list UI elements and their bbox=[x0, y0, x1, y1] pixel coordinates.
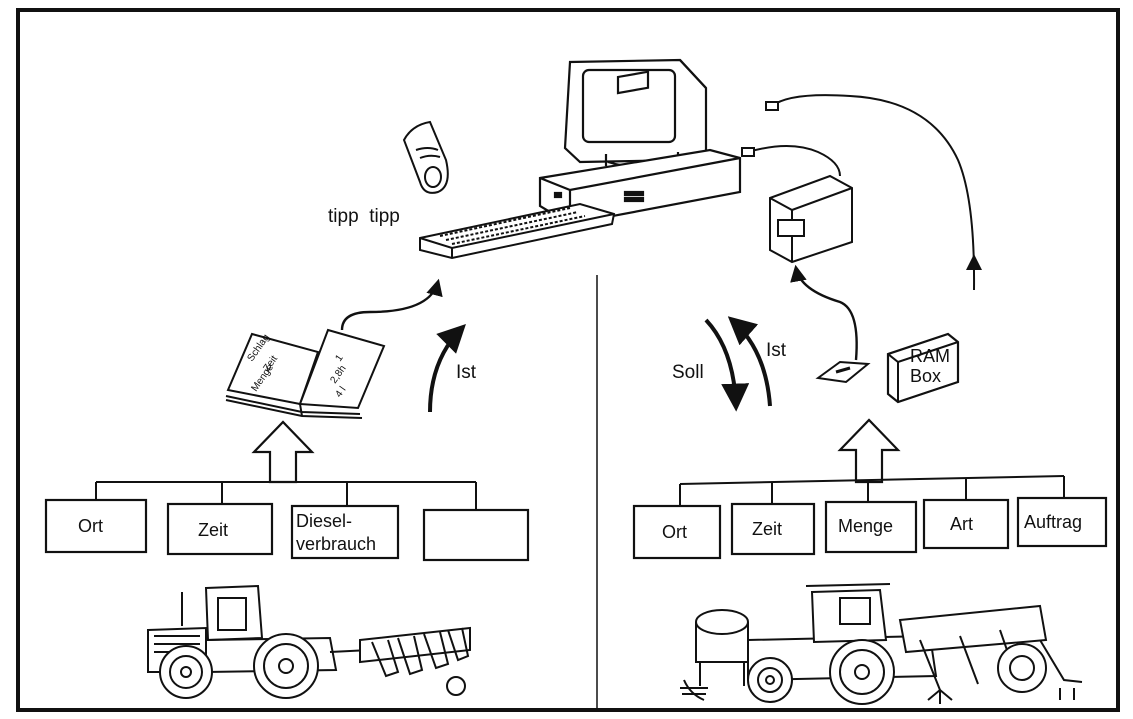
finger-icon bbox=[404, 122, 448, 193]
left-box-dieselverbrauch: Diesel- verbrauch bbox=[292, 506, 398, 558]
computer-icon bbox=[540, 60, 740, 224]
ram-box-label-2: Box bbox=[910, 366, 941, 386]
soll-arrow bbox=[706, 320, 736, 406]
tractor-sprayer-icon bbox=[680, 584, 1082, 704]
right-box-menge-label: Menge bbox=[838, 516, 893, 536]
ram-box-label-1: RAM bbox=[910, 346, 950, 366]
chip-card-icon bbox=[818, 362, 868, 382]
left-box-diesel-label: Diesel- bbox=[296, 511, 352, 531]
ram-plug-icon bbox=[766, 102, 778, 110]
right-box-ort-label: Ort bbox=[662, 522, 687, 542]
card-reader-icon bbox=[770, 176, 852, 262]
keyboard-icon bbox=[420, 204, 614, 258]
right-box-ort: Ort bbox=[634, 506, 720, 558]
ram-up-arrowhead bbox=[966, 254, 982, 270]
left-box-ort-label: Ort bbox=[78, 516, 103, 536]
left-collect-arrow bbox=[254, 422, 312, 482]
right-collect-arrow bbox=[840, 420, 898, 482]
left-tree-lines bbox=[96, 482, 476, 510]
ist-arrow-right bbox=[732, 320, 770, 406]
left-box-empty bbox=[424, 510, 528, 560]
left-ist-label: Ist bbox=[456, 362, 477, 383]
reader-cable bbox=[748, 146, 840, 176]
left-box-ort: Ort bbox=[46, 500, 146, 552]
reader-plug-icon bbox=[742, 148, 754, 156]
ram-box: RAM Box bbox=[888, 334, 958, 402]
tipp-tipp-label: tipp tipp bbox=[328, 206, 400, 227]
right-box-art-label: Art bbox=[950, 514, 973, 534]
soll-label: Soll bbox=[672, 362, 704, 383]
left-box-zeit: Zeit bbox=[168, 504, 272, 554]
tractor-plough-icon bbox=[148, 586, 470, 698]
left-box-zeit-label: Zeit bbox=[198, 520, 228, 540]
right-box-art: Art bbox=[924, 500, 1008, 548]
left-box-verbrauch-label: verbrauch bbox=[296, 534, 376, 554]
right-box-menge: Menge bbox=[826, 502, 916, 552]
right-ist-label: Ist bbox=[766, 340, 787, 361]
book-icon: Schlag Zeit Menge 1 2,8h 4 l bbox=[226, 330, 384, 418]
right-box-auftrag: Auftrag bbox=[1018, 498, 1106, 546]
right-box-auftrag-label: Auftrag bbox=[1024, 512, 1082, 532]
right-box-zeit-label: Zeit bbox=[752, 519, 782, 539]
book-to-keyboard-arrow bbox=[342, 282, 438, 330]
right-box-zeit: Zeit bbox=[732, 504, 814, 554]
card-to-reader-arrow bbox=[796, 268, 857, 360]
